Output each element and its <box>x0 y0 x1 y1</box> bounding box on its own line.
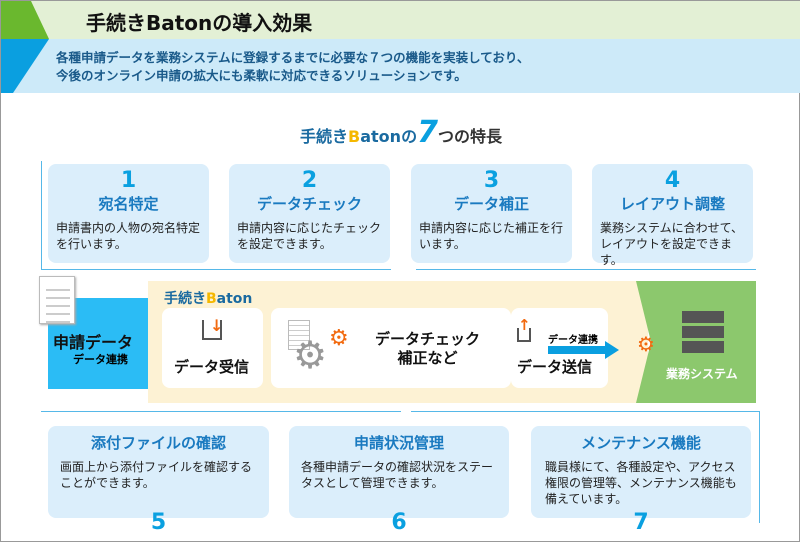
header-band <box>1 1 800 39</box>
fix-label: 補正など <box>397 349 458 367</box>
feature-number: 2 <box>301 168 318 193</box>
feature-number: 6 <box>391 510 407 535</box>
subtitle-number: 7 <box>417 115 438 150</box>
feature-body: 申請内容に応じたチェックを設定できます。 <box>237 221 382 251</box>
subtitle-part: 手続き <box>300 127 349 146</box>
baton-label: 手続きBaton <box>164 288 252 308</box>
feature-card-1: 1 宛名特定 申請書内の人物の宛名特定を行います。 <box>48 164 209 263</box>
send-link-label: データ連携 <box>548 335 598 346</box>
gear-icon: ⚙ <box>293 333 328 377</box>
arrow-down-icon: ↓ <box>210 316 224 335</box>
check-label: データチェック <box>375 330 481 348</box>
baton-label-part: aton <box>216 291 253 307</box>
send-arrow <box>548 346 608 354</box>
feature-card-4: 4 レイアウト調整 業務システムに合わせて、レイアウトを設定できます。 <box>592 164 753 267</box>
baton-label-part: B <box>206 291 217 307</box>
feature-number: 3 <box>483 168 500 193</box>
section-subtitle: 手続きBatonの7つの特長 <box>1 115 800 150</box>
feature-number: 4 <box>664 168 681 193</box>
description-line: 各種申請データを業務システムに登録するまでに必要な７つの機能を実装しており、 <box>56 50 530 65</box>
connector-line <box>416 269 756 270</box>
feature-body: 画面上から添付ファイルを確認することができます。 <box>60 460 253 490</box>
description-band <box>1 39 800 93</box>
document-icon <box>288 320 310 350</box>
description-line: 今後のオンライン申請の拡大にも柔軟に対応できるソリューションです。 <box>56 68 467 83</box>
feature-number: 7 <box>633 510 649 535</box>
upload-tray-icon <box>517 328 531 342</box>
document-icon <box>39 276 75 324</box>
subtitle-part: B <box>348 127 361 146</box>
feature-title: メンテナンス機能 <box>581 434 701 452</box>
download-tray-icon <box>202 320 222 340</box>
subtitle-part: atonの <box>360 127 418 146</box>
feature-title: 宛名特定 <box>98 195 159 213</box>
feature-body: 各種申請データの確認状況をステータスとして管理できます。 <box>301 460 494 490</box>
receive-box: ↓ データ受信 <box>162 308 263 388</box>
input-title: 申請データ <box>53 333 134 352</box>
feature-title: データ補正 <box>453 195 529 213</box>
feature-number: 5 <box>150 510 167 535</box>
subtitle-part: つの特長 <box>437 127 502 146</box>
receive-label: データ受信 <box>174 358 250 376</box>
feature-card-3: 3 データ補正 申請内容に応じた補正を行います。 <box>411 164 572 263</box>
check-box: ⚙ ⚙ データチェック補正など <box>271 308 511 388</box>
system-label: 業務システム <box>666 367 738 381</box>
feature-number: 1 <box>120 168 137 193</box>
connector-line <box>411 411 759 412</box>
feature-title: データチェック <box>256 195 362 213</box>
description: 各種申請データを業務システムに登録するまでに必要な７つの機能を実装しており、 今… <box>56 49 529 85</box>
feature-title: 添付ファイルの確認 <box>90 434 226 452</box>
connector-line <box>759 411 760 523</box>
feature-card-5: 添付ファイルの確認 画面上から添付ファイルを確認することができます。 5 <box>48 426 269 535</box>
feature-card-2: 2 データチェック 申請内容に応じたチェックを設定できます。 <box>229 164 390 263</box>
gear-icon: ⚙ <box>637 332 655 356</box>
connector-line <box>41 161 42 269</box>
input-subtitle: データ連携 <box>73 353 128 366</box>
feature-body: 申請書内の人物の宛名特定を行います。 <box>56 221 201 251</box>
feature-card-6: 申請状況管理 各種申請データの確認状況をステータスとして管理できます。 6 <box>289 426 509 535</box>
gear-icon: ⚙ <box>329 326 349 351</box>
feature-body: 職員様にて、各種設定や、アクセス権限の管理等、メンテナンス機能も備えています。 <box>545 460 737 506</box>
page-title: 手続きBatonの導入効果 <box>86 11 313 35</box>
feature-card-7: メンテナンス機能 職員様にて、各種設定や、アクセス権限の管理等、メンテナンス機能… <box>531 426 751 535</box>
server-icon <box>682 311 724 361</box>
arrow-head-icon <box>605 341 619 359</box>
feature-body: 業務システムに合わせて、レイアウトを設定できます。 <box>600 221 744 267</box>
send-label: データ送信 <box>517 358 593 376</box>
arrow-up-icon: ↑ <box>518 316 531 334</box>
feature-title: レイアウト調整 <box>619 195 725 213</box>
connector-line <box>41 411 401 412</box>
feature-body: 申請内容に応じた補正を行います。 <box>419 221 564 251</box>
baton-label-part: 手続き <box>164 291 206 307</box>
feature-title: 申請状況管理 <box>353 434 444 452</box>
connector-line <box>41 269 391 270</box>
